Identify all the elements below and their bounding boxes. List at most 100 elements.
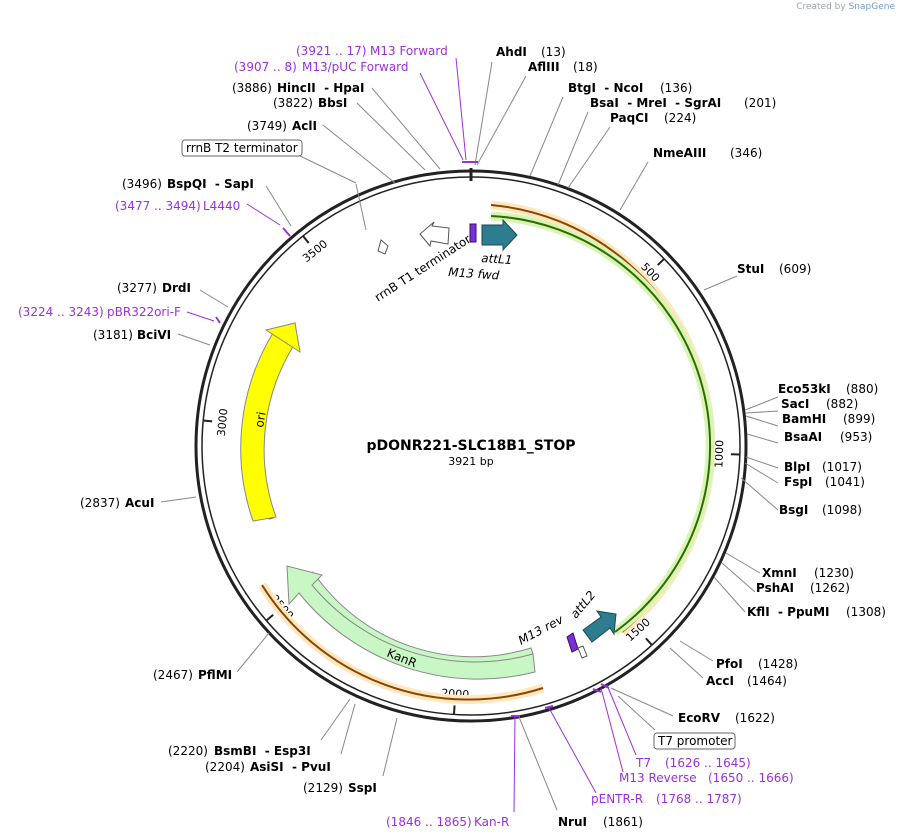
enzyme-pos: (1464) xyxy=(747,674,787,688)
enzyme-pos: (2204) xyxy=(205,760,245,774)
enzyme-pos: (880) xyxy=(846,382,878,396)
plasmid-name: pDONR221-SLC18B1_STOP xyxy=(366,438,575,454)
tick-label: 1000 xyxy=(712,440,726,468)
enzyme-name: AcuI xyxy=(125,496,154,510)
m13fwd-feature xyxy=(469,223,477,243)
enzyme-pos: (2129) xyxy=(303,781,343,795)
enzyme-name: HincII - HpaI xyxy=(277,81,364,95)
enzyme-name: AhdI xyxy=(496,45,527,59)
enzyme-pos: (1041) xyxy=(825,475,865,489)
enzyme-pos: (201) xyxy=(744,96,776,110)
enzyme-name: BtgI - NcoI xyxy=(568,81,643,95)
enzyme-name: AsiSI - PvuI xyxy=(250,760,331,774)
enzyme-pos: (953) xyxy=(840,430,872,444)
kanr-feature-outer xyxy=(286,565,536,680)
green-track-line xyxy=(490,215,712,633)
enzyme-name: PshAI xyxy=(756,581,794,595)
enzyme-pos: (1622) xyxy=(735,711,775,725)
tick-mark xyxy=(203,419,213,423)
enzyme-pos: (1262) xyxy=(810,581,850,595)
ori-feature-body xyxy=(240,332,295,522)
primer-name: M13/pUC Forward xyxy=(302,60,409,74)
primer-range: (1846 .. 1865) xyxy=(386,815,472,829)
rrnb-t2-feature xyxy=(377,239,389,255)
tick-mark xyxy=(265,613,274,622)
enzyme-name: BsmBI - Esp3I xyxy=(214,744,311,758)
enzyme-name: BamHI xyxy=(782,412,826,426)
enzyme-pos: (1861) xyxy=(603,815,643,829)
enzyme-name: StuI xyxy=(737,262,764,276)
enzyme-name: EcoRV xyxy=(678,711,721,725)
enzyme-name: BciVI xyxy=(137,328,171,342)
primer-leader-lines xyxy=(186,57,637,813)
primer-range: (1626 .. 1645) xyxy=(665,756,751,770)
primer-name: L4440 xyxy=(203,199,240,213)
tick-mark xyxy=(657,258,665,266)
rrnb-t2-label: rrnB T2 terminator xyxy=(186,141,298,155)
primer-site-marks xyxy=(215,161,610,717)
enzyme-name: Eco53kI xyxy=(778,382,831,396)
attL2-label: attL2 xyxy=(568,588,599,621)
m13rev-label: M13 rev xyxy=(516,612,567,648)
enzyme-pos: (13) xyxy=(541,45,566,59)
enzyme-pos: (2837) xyxy=(80,496,120,510)
primer-name: M13 Forward xyxy=(370,44,448,58)
tick-label: 3500 xyxy=(300,237,330,265)
enzyme-pos: (3181) xyxy=(93,328,133,342)
snapgene-logo-text: SnapGene xyxy=(848,2,895,12)
attL1-label: attL1 xyxy=(481,251,513,267)
enzyme-name: PflMI xyxy=(198,668,232,682)
orange-track-bottom-line xyxy=(261,584,544,701)
enzyme-name: BsaAI xyxy=(784,430,822,444)
enzyme-name: PfoI xyxy=(716,657,743,671)
enzyme-name: AflIII xyxy=(528,60,560,74)
green-track xyxy=(490,211,715,636)
enzyme-pos: (224) xyxy=(664,111,696,125)
enzyme-name: SacI xyxy=(781,397,809,411)
enzyme-pos: (3496) xyxy=(122,177,162,191)
enzyme-pos: (1428) xyxy=(758,657,798,671)
enzyme-name: BlpI xyxy=(784,460,810,474)
primer-labels: (3921 .. 17) M13 Forward (3907 .. 8) M13… xyxy=(18,44,794,829)
tick-mark xyxy=(302,235,310,244)
t7-promoter-feature xyxy=(577,645,588,659)
enzyme-pos: (899) xyxy=(843,412,875,426)
snapgene-credit: Created by SnapGene xyxy=(796,2,895,12)
primer-range: (3477 .. 3494) xyxy=(115,199,201,213)
t7-promoter-label: T7 promoter xyxy=(657,734,733,748)
enzyme-pos: (3822) xyxy=(273,96,313,110)
enzyme-name: BsaI - MreI - SgrAI xyxy=(590,96,721,110)
leader-lines xyxy=(160,61,779,811)
enzyme-name: BspQI - SapI xyxy=(167,177,254,191)
enzyme-pos: (609) xyxy=(779,262,811,276)
enzyme-pos: (3886) xyxy=(232,81,272,95)
primer-range: (1650 .. 1666) xyxy=(708,771,794,785)
enzyme-name: DrdI xyxy=(162,281,191,295)
enzyme-pos: (1098) xyxy=(822,503,862,517)
rrnb-t2-label-box xyxy=(181,139,303,157)
m13fwd-label: M13 fwd xyxy=(448,265,500,283)
tick-label: 3000 xyxy=(215,408,231,437)
m13rev-feature xyxy=(566,632,579,653)
enzyme-pos: (3749) xyxy=(247,119,287,133)
plasmid-length: 3921 bp xyxy=(448,455,493,468)
enzyme-pos: (1230) xyxy=(814,566,854,580)
enzyme-name: BsgI xyxy=(779,503,808,517)
enzyme-name: BbsI xyxy=(318,96,347,110)
primer-range: (1768 .. 1787) xyxy=(656,792,742,806)
enzyme-name: NmeAIII xyxy=(653,146,706,160)
enzyme-pos: (882) xyxy=(826,397,858,411)
enzyme-pos: (346) xyxy=(730,146,762,160)
enzyme-pos: (1017) xyxy=(822,460,862,474)
enzyme-name: FspI xyxy=(784,475,812,489)
enzyme-name: KflI - PpuMI xyxy=(747,605,830,619)
enzyme-pos: (18) xyxy=(573,60,598,74)
enzyme-pos: (1308) xyxy=(846,605,886,619)
primer-range: (3921 .. 17) xyxy=(296,44,366,58)
orange-track-bottom xyxy=(258,582,545,705)
enzyme-name: AccI xyxy=(706,674,734,688)
credit-prefix: Created by xyxy=(796,2,846,12)
ori-feature-head xyxy=(264,322,301,354)
t7-promoter-label-box xyxy=(653,732,736,750)
primer-name: T7 xyxy=(635,756,651,770)
